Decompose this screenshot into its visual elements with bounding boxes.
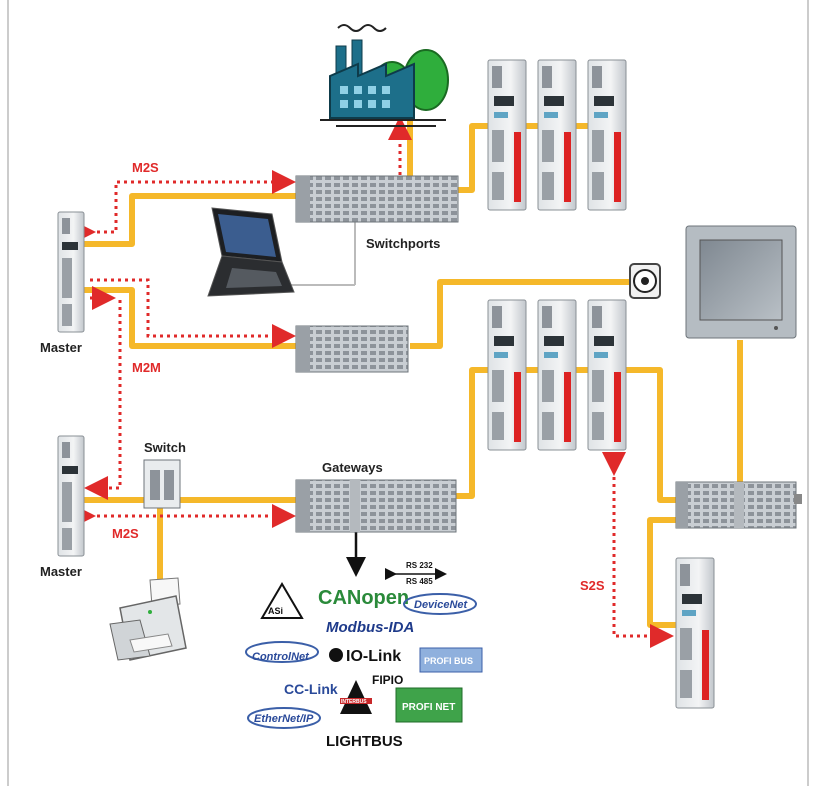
factory-icon (320, 24, 449, 127)
master-top-label: Master (40, 340, 82, 355)
rs485-logo: RS 485 (406, 577, 433, 586)
io-module-right (675, 481, 802, 529)
master-top-device (57, 211, 85, 333)
m2s-top-label: M2S (132, 160, 159, 175)
red-links (72, 116, 674, 648)
servo-drive-mid-3 (587, 299, 627, 451)
encoder-icon (629, 263, 661, 299)
devicenet-logo: DeviceNet (414, 599, 469, 611)
switchports-label: Switchports (366, 236, 440, 251)
fipio-logo: FIPIO (372, 673, 403, 687)
master-bottom-device (57, 435, 85, 557)
controlnet-logo: ControlNet (252, 651, 310, 663)
servo-drive-top-2 (537, 59, 577, 211)
switchports-module (295, 175, 459, 223)
switch-label: Switch (144, 440, 186, 455)
gateways-module (295, 479, 457, 533)
cclink-logo: CC-Link (284, 681, 338, 697)
fieldbus-logos: RS 232 RS 485 ASi CANopen DeviceNet Modb… (245, 561, 483, 750)
m2m-label: M2M (132, 360, 161, 375)
profibus-logo: PROFI BUS (424, 656, 473, 666)
interbus-logo: INTERBUS (341, 699, 367, 705)
ethernetip-logo: EtherNet/IP (254, 713, 314, 725)
hmi-panel-icon (685, 225, 797, 339)
master-bottom-label: Master (40, 564, 82, 579)
m2s-bottom-label: M2S (112, 526, 139, 541)
servo-drive-top-3 (587, 59, 627, 211)
servo-drive-mid-1 (487, 299, 527, 451)
profinet-logo: PROFI NET (402, 702, 455, 713)
gateways-label: Gateways (322, 460, 383, 475)
rs232-logo: RS 232 (406, 561, 433, 570)
lightbus-logo: LIGHTBUS (326, 733, 403, 750)
io-module-middle (295, 325, 409, 373)
canopen-logo: CANopen (318, 587, 409, 609)
servo-drive-top-1 (487, 59, 527, 211)
s2s-label: S2S (580, 578, 605, 593)
printer-icon (109, 577, 187, 661)
switch-device (143, 459, 181, 509)
iolink-logo: IO-Link (346, 648, 401, 665)
modbus-logo: Modbus-IDA (326, 619, 414, 636)
laptop-icon (207, 207, 295, 297)
servo-drive-mid-2 (537, 299, 577, 451)
asi-logo: ASi (268, 606, 283, 616)
servo-drive-bottom (675, 557, 715, 709)
